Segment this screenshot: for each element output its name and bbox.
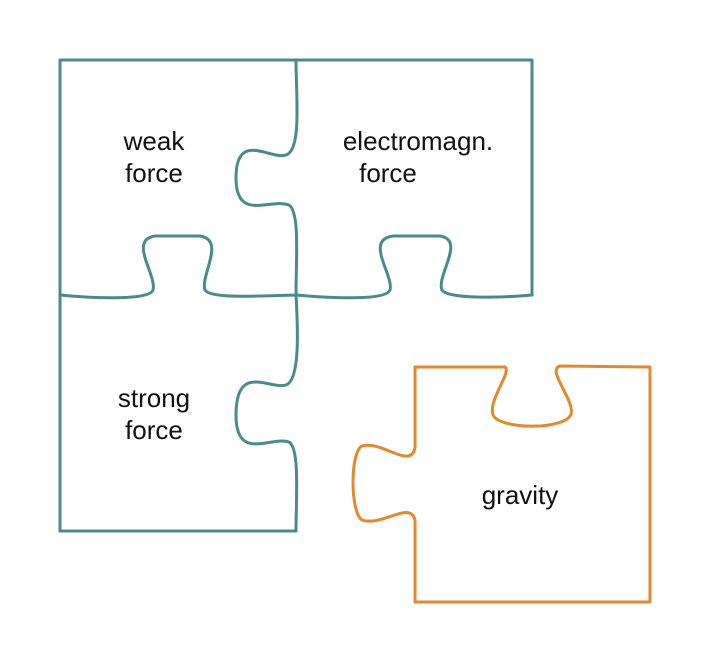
fundamental-forces-puzzle — [58, 58, 534, 533]
strong-force-label: strong force — [118, 382, 190, 446]
label-line: force — [125, 158, 183, 188]
gravity-piece — [351, 364, 652, 604]
divider-horizontal-right — [294, 234, 534, 300]
label-line: electromagn. — [342, 126, 494, 156]
gravity-label: gravity — [482, 479, 559, 511]
divider-horizontal-left — [58, 234, 298, 300]
outer-border-bottom-left — [58, 293, 298, 533]
electromagnetic-force-label: electromagn. force — [343, 125, 493, 189]
divider-vertical-lower — [234, 293, 299, 533]
label-line: weak — [123, 126, 185, 156]
label-line: strong — [117, 383, 191, 413]
label-line: force — [359, 158, 417, 188]
divider-vertical-upper — [234, 58, 299, 297]
weak-force-label: weak force — [124, 125, 185, 189]
label-line: gravity — [481, 480, 559, 510]
label-line: force — [125, 415, 183, 445]
